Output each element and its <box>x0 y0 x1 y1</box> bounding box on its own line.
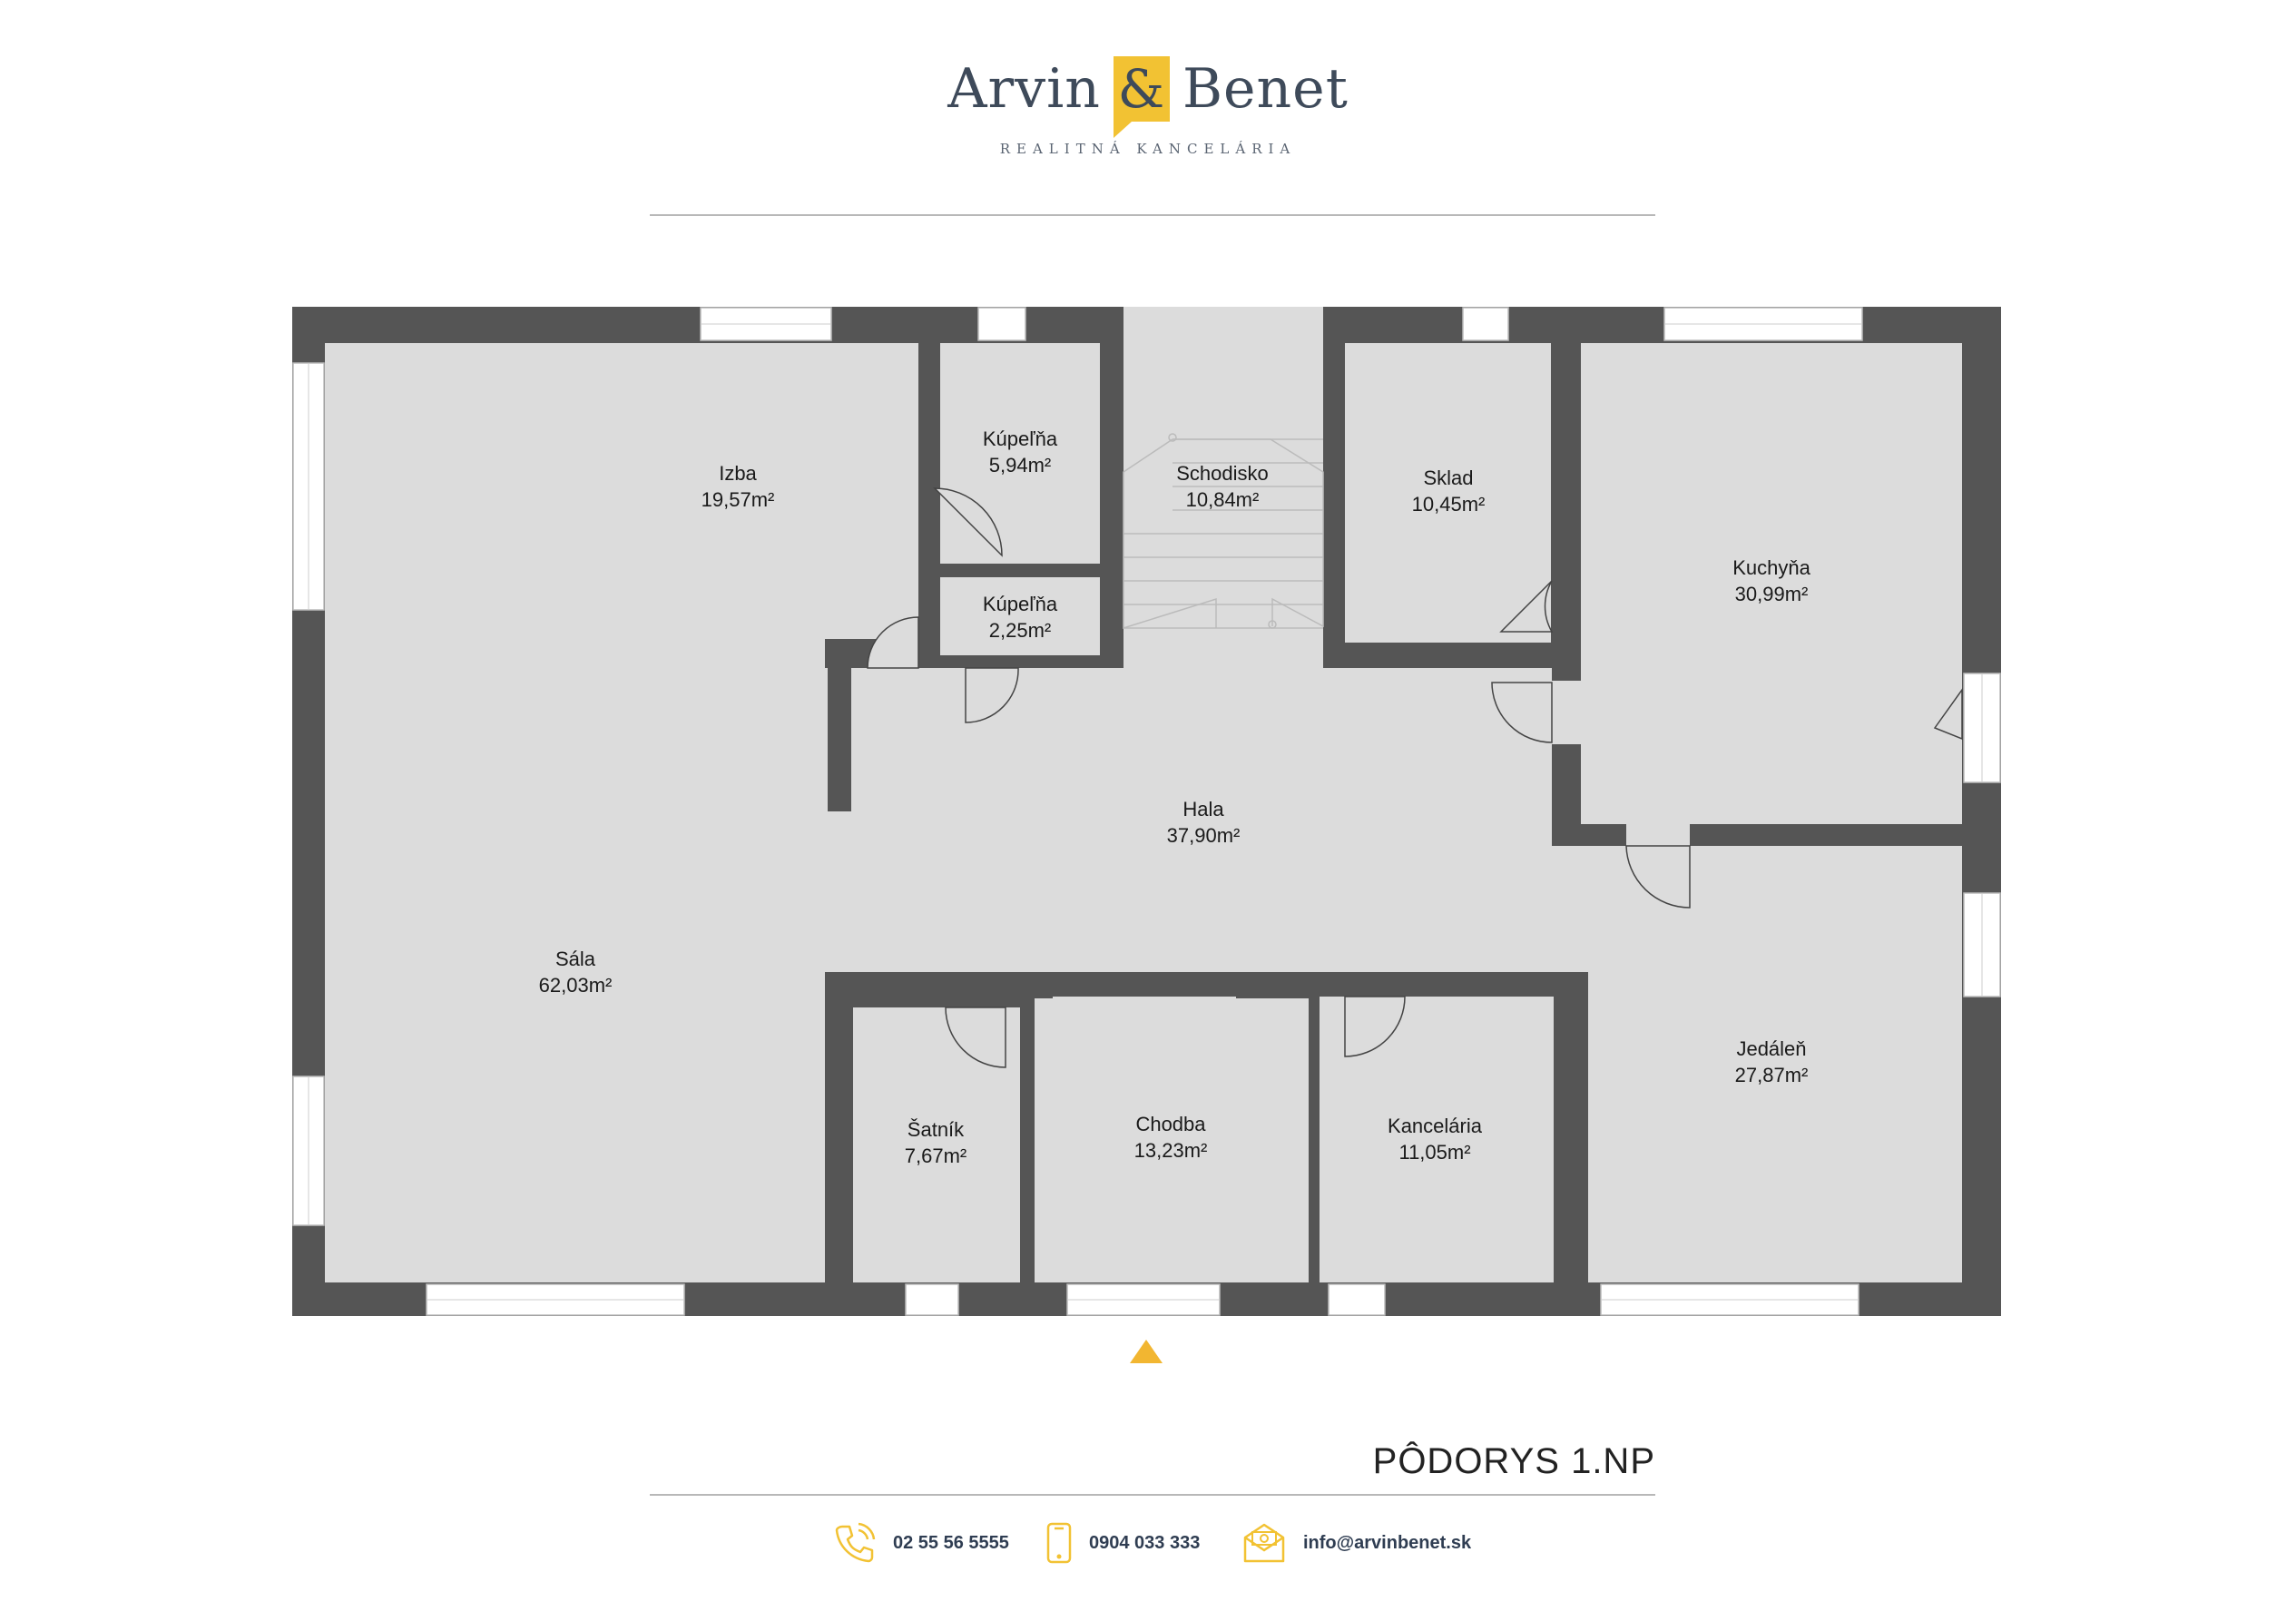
interior-walls <box>828 343 1962 1282</box>
entrance-marker-icon <box>1130 1340 1163 1363</box>
window-top-3 <box>1462 307 1509 341</box>
room-name: Sklad <box>1423 467 1474 489</box>
room-label-hala: Hala 37,90m² <box>1167 796 1241 849</box>
room-name: Jedáleň <box>1736 1037 1807 1060</box>
door-swings <box>867 487 1963 1068</box>
window-bottom-2 <box>905 1283 959 1316</box>
room-name: Kuchyňa <box>1732 556 1810 579</box>
contact-phone[interactable]: 02 55 56 5555 <box>833 1518 1009 1568</box>
header-divider <box>650 214 1655 216</box>
room-name: Kúpeľňa <box>982 593 1058 615</box>
logo-name-left: Arvin <box>947 57 1101 121</box>
room-name: Schodisko <box>1176 462 1269 485</box>
floor-kupelna-1 <box>940 343 1100 564</box>
contact-email[interactable]: info@arvinbenet.sk <box>1241 1518 1471 1568</box>
room-area: 13,23m² <box>1133 1139 1208 1162</box>
room-area: 27,87m² <box>1734 1064 1809 1086</box>
room-area: 5,94m² <box>988 454 1052 476</box>
room-label-sala: Sála 62,03m² <box>539 946 613 998</box>
floor-kuchyna <box>1581 343 1962 824</box>
room-area: 30,99m² <box>1734 583 1809 605</box>
room-area: 62,03m² <box>538 974 613 997</box>
room-label-kuchyna: Kuchyňa 30,99m² <box>1732 555 1810 607</box>
room-name: Kancelária <box>1388 1115 1482 1137</box>
room-label-kancelaria: Kancelária 11,05m² <box>1388 1113 1482 1165</box>
phone-icon <box>835 1522 876 1563</box>
floor-chodba <box>1035 997 1309 1282</box>
window-top-2 <box>977 307 1026 341</box>
plan-title: PÔDORYS 1.NP <box>1372 1441 1655 1481</box>
room-area: 19,57m² <box>701 488 775 511</box>
logo-tagline: REALITNÁ KANCELÁRIA <box>999 141 1297 157</box>
floor-izba <box>546 343 930 639</box>
room-label-izba: Izba 19,57m² <box>702 460 775 513</box>
room-name: Šatník <box>907 1118 965 1141</box>
room-label-kupelna-1: Kúpeľňa 5,94m² <box>983 426 1057 478</box>
room-name: Izba <box>719 462 757 485</box>
logo-ampersand-badge: & <box>1113 56 1170 138</box>
room-area: 10,84m² <box>1185 488 1260 511</box>
room-label-chodba: Chodba 13,23m² <box>1134 1111 1208 1164</box>
room-label-schodisko: Schodisko 10,84m² <box>1176 460 1269 513</box>
room-label-satnik: Šatník 7,67m² <box>905 1116 966 1169</box>
floor-jedalen <box>1588 845 1962 1282</box>
room-name: Chodba <box>1135 1113 1206 1135</box>
room-area: 11,05m² <box>1398 1141 1471 1164</box>
room-area: 37,90m² <box>1166 824 1241 847</box>
room-floors <box>325 307 1962 1282</box>
room-area: 7,67m² <box>904 1145 967 1167</box>
room-name: Kúpeľňa <box>982 427 1058 450</box>
room-label-jedalen: Jedáleň 27,87m² <box>1735 1036 1809 1088</box>
room-label-kupelna-2: Kúpeľňa 2,25m² <box>983 591 1057 643</box>
logo: Arvin & Benet <box>0 56 2296 138</box>
logo-name-right: Benet <box>1182 57 1349 121</box>
footer-divider <box>650 1494 1655 1496</box>
room-area: 2,25m² <box>988 619 1052 642</box>
contact-phone-text: 02 55 56 5555 <box>893 1532 1009 1553</box>
contact-mobile-text: 0904 033 333 <box>1089 1532 1201 1553</box>
floor-kupelna-2 <box>940 577 1100 655</box>
contact-email-text: info@arvinbenet.sk <box>1303 1532 1472 1553</box>
room-name: Sála <box>554 948 596 970</box>
contact-mobile[interactable]: 0904 033 333 <box>1045 1518 1200 1568</box>
staircase <box>1123 433 1324 630</box>
email-icon <box>1243 1523 1285 1563</box>
mobile-icon <box>1046 1522 1072 1564</box>
room-label-sklad: Sklad 10,45m² <box>1412 465 1486 517</box>
floor-sklad <box>1345 343 1551 643</box>
window-bottom-4 <box>1328 1283 1386 1316</box>
room-area: 10,45m² <box>1411 493 1486 516</box>
room-name: Hala <box>1182 798 1224 820</box>
